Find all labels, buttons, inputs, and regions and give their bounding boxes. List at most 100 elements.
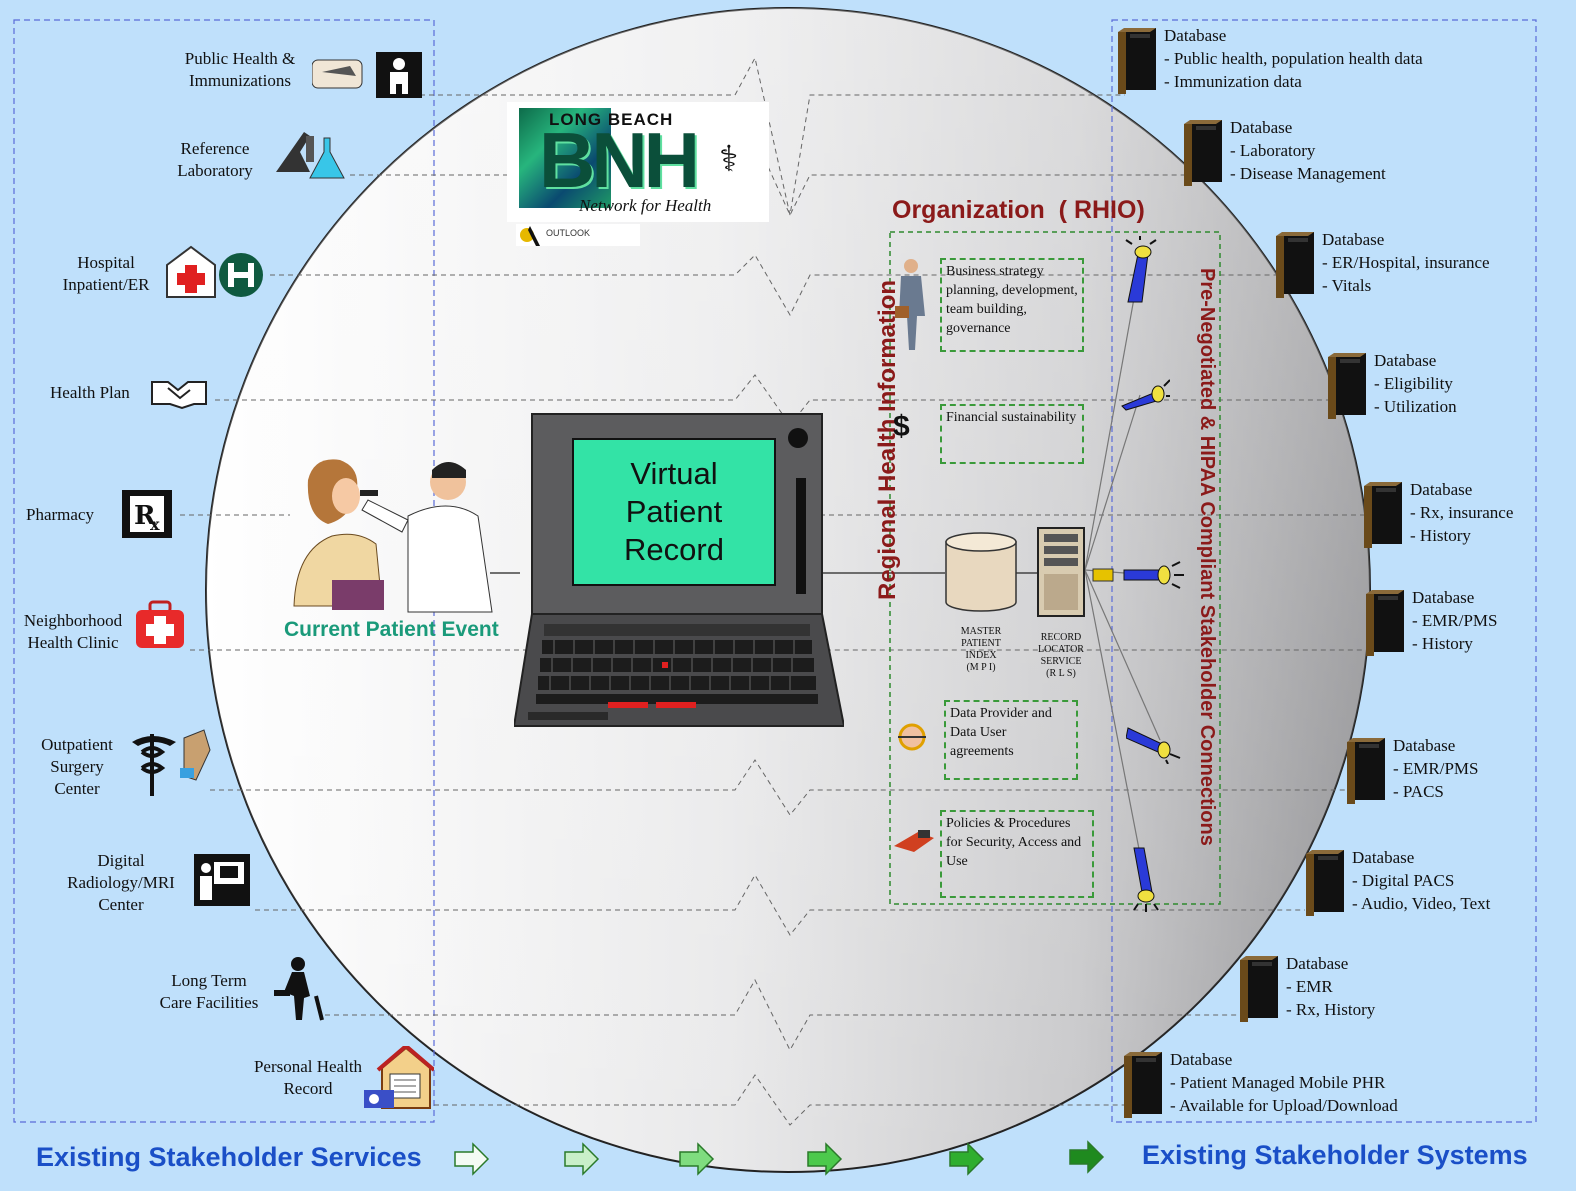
database-detail: - ER/Hospital, insurance (1322, 253, 1490, 272)
laboratory-icon (272, 132, 348, 187)
mpi-database-icon (944, 532, 1018, 617)
database-title: Database (1352, 848, 1415, 867)
service-neighborhood-clinic: Neighborhood Health Clinic (23, 611, 123, 652)
footer-stakeholder-systems: Existing Stakeholder Systems (1142, 1140, 1528, 1170)
database-text: Database- Patient Managed Mobile PHR- Av… (1170, 1048, 1398, 1117)
house-record-icon (362, 1043, 436, 1117)
database-detail: - Digital PACS (1352, 871, 1455, 890)
doctor-patient-illustration (288, 456, 498, 619)
businessman-icon (893, 258, 927, 359)
rhio-box-financial: Financial sustainability (940, 404, 1084, 464)
database-text: Database - Digital PACS - Audio, Video, Te… (1352, 846, 1490, 915)
caduceus-icon (128, 728, 212, 803)
agreement-icon (892, 720, 932, 759)
database-server-icon (1276, 232, 1314, 298)
database-detail: - Rx, insurance (1410, 503, 1514, 522)
rhio-title: Organization ( RHIO) (892, 196, 1145, 224)
database-server-icon (1328, 353, 1366, 419)
database-title: Database (1286, 954, 1349, 973)
outlook-logo: OUTLOOK (516, 224, 640, 246)
database-server-icon (1184, 120, 1222, 186)
database-text: Database - Eligibility - Utilization (1374, 349, 1457, 418)
database-title: Database (1164, 26, 1227, 45)
service-reference-laboratory: Reference Laboratory (177, 139, 253, 180)
flashlight-icon (1120, 378, 1171, 417)
database-server-icon (1124, 1052, 1162, 1118)
screen-line-2: Patient (625, 494, 723, 529)
database-detail: - Available for Upload/Download (1170, 1096, 1398, 1115)
person-cane-icon (272, 956, 328, 1027)
rls-label: RECORD LOCATOR SERVICE (R L S) (1038, 632, 1084, 679)
service-digital-radiology: Digital Radiology/MRI Center (67, 851, 175, 914)
database-title: Database (1322, 230, 1385, 249)
database-text: Database - ER/Hospital, insurance - Vitals (1322, 228, 1490, 297)
database-detail: - Public health, population health data (1164, 49, 1423, 68)
database-detail: - Patient Managed Mobile PHR (1170, 1073, 1386, 1092)
database-text: Database - Public health, population heal… (1164, 24, 1423, 93)
footer-stakeholder-services: Existing Stakeholder Services (36, 1142, 422, 1172)
svg-text:x: x (150, 515, 160, 534)
folder-icon (1092, 566, 1114, 587)
database-detail: - Utilization (1374, 397, 1457, 416)
logo-bnh: BNH (539, 116, 700, 204)
database-title: Database (1393, 736, 1456, 755)
service-hospital: Hospital Inpatient/ER (62, 253, 150, 294)
database-detail: - Eligibility (1374, 374, 1453, 393)
database-detail: - Vitals (1322, 276, 1372, 295)
database-detail: - EMR/PMS (1412, 611, 1498, 630)
database-detail: - Audio, Video, Text (1352, 894, 1491, 913)
rhio-box-policies: Policies & Procedures for Security, Acce… (940, 810, 1094, 898)
logo-tagline: Network for Health (579, 196, 712, 215)
service-public-health: Public Health & Immunizations (184, 49, 296, 90)
database-server-icon (1306, 850, 1344, 916)
rls-server-icon (1036, 526, 1086, 623)
flashlight-icon (1122, 236, 1158, 311)
database-text: Database- EMR- Rx, History (1286, 952, 1375, 1021)
database-server-icon (1118, 28, 1156, 94)
database-title: Database (1374, 351, 1437, 370)
hospital-icon (165, 245, 265, 304)
service-health-plan: Health Plan (50, 383, 130, 402)
database-detail: - Disease Management (1230, 164, 1386, 183)
database-server-icon (1240, 956, 1278, 1022)
svg-text:R: R (134, 501, 156, 531)
outlook-logo-text: OUTLOOK (546, 228, 591, 238)
caduceus-logo-icon: ⚕ (719, 139, 739, 179)
database-detail: - Immunization data (1164, 72, 1302, 91)
rhio-box-business-strategy: Business strategy planning, development,… (940, 258, 1084, 352)
service-pharmacy: Pharmacy (26, 505, 94, 524)
database-server-icon (1366, 590, 1404, 656)
database-title: Database (1230, 118, 1293, 137)
database-detail: - EMR/PMS (1393, 759, 1479, 778)
database-text: Database - EMR/PMS - PACS (1393, 734, 1479, 803)
service-outpatient-surgery: Outpatient Surgery Center (41, 735, 113, 798)
database-detail: - Laboratory (1230, 141, 1316, 160)
database-detail: - EMR (1286, 977, 1333, 996)
service-long-term-care: Long Term Care Facilities (159, 971, 259, 1012)
public-health-icon (311, 52, 424, 105)
database-detail: - PACS (1393, 782, 1444, 801)
database-server-icon (1364, 482, 1402, 548)
xray-icon (192, 852, 252, 913)
service-personal-health-record: Personal Health Record (253, 1057, 363, 1098)
bnh-logo: LONG BEACH BNH ⚕ Network for Health (507, 102, 769, 222)
flashlight-icon (1128, 846, 1164, 921)
database-title: Database (1410, 480, 1473, 499)
database-detail: - History (1410, 526, 1471, 545)
current-patient-event-label: Current Patient Event (284, 618, 499, 641)
database-text: Database - EMR/PMS - History (1412, 586, 1498, 655)
screen-line-1: Virtual (630, 456, 718, 491)
database-server-icon (1347, 738, 1385, 804)
security-tools-icon (892, 826, 936, 859)
mpi-label: MASTER PATIENT INDEX (M P I) (960, 626, 1002, 673)
flashlight-icon (1122, 560, 1188, 595)
screen-line-3: Record (624, 532, 724, 567)
database-title: Database (1412, 588, 1475, 607)
database-detail: - History (1412, 634, 1473, 653)
database-text: Database - Rx, insurance - History (1410, 478, 1513, 547)
stakeholder-connections-label: Pre-Negotiated & HIPAA Compliant Stakeho… (1196, 268, 1218, 846)
rhio-box-data-agreements: Data Provider and Data User agreements (944, 700, 1078, 780)
database-text: Database - Laboratory - Disease Management (1230, 116, 1386, 185)
